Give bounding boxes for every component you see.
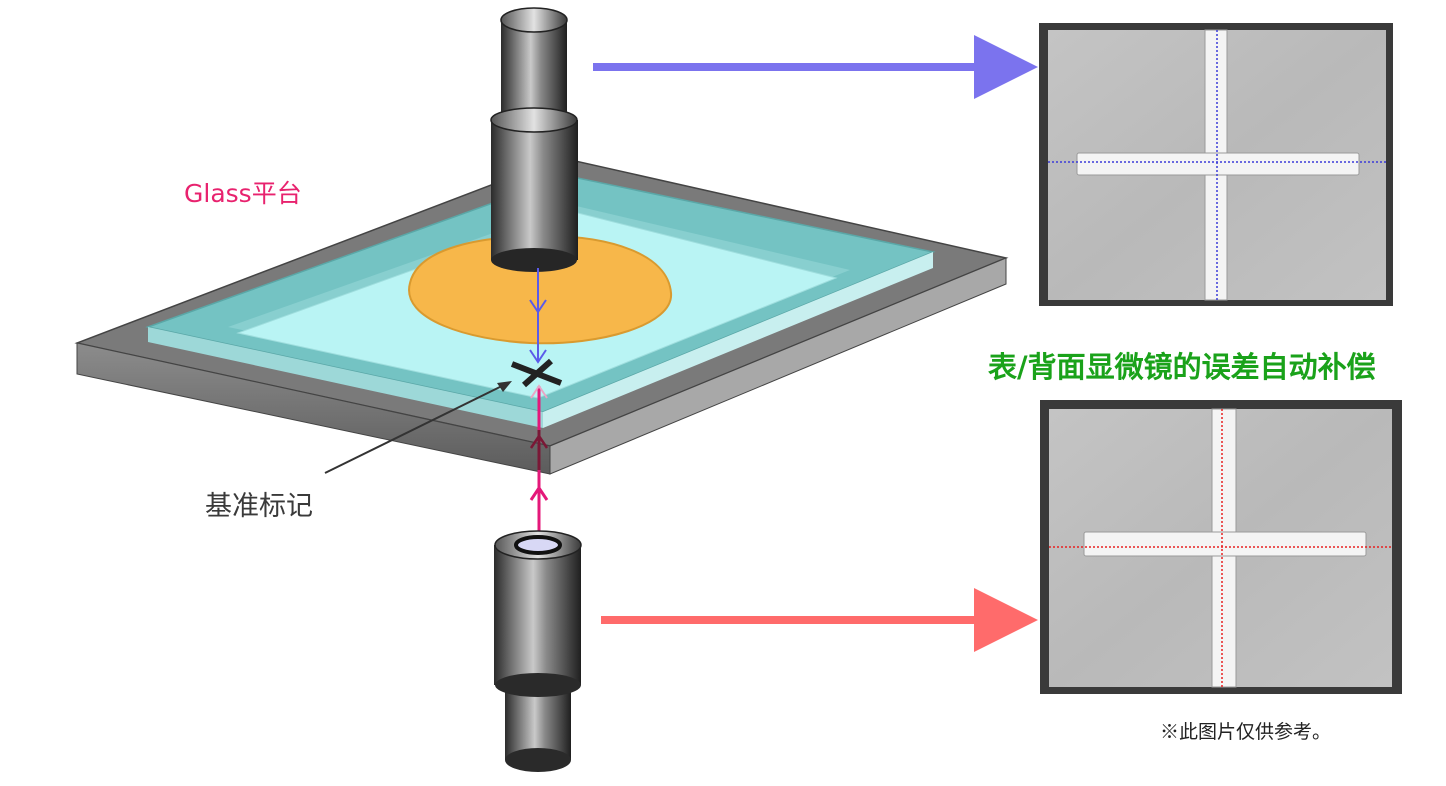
- compensation-caption: 表/背面显微镜的误差自动补偿: [988, 350, 1376, 384]
- top-microscope-icon: [490, 7, 578, 272]
- fiducial-mark-label: 基准标记: [205, 491, 313, 522]
- top-view-panel: [1039, 23, 1393, 306]
- fiducial-leader-line: [324, 381, 512, 474]
- bottom-microscope-icon: [494, 530, 582, 772]
- fiducial-cross-icon: [510, 358, 563, 388]
- optical-path-top: [529, 268, 547, 364]
- glass-stage-label: Glass平台: [184, 179, 302, 208]
- reference-note: ※此图片仅供参考。: [1160, 721, 1332, 743]
- bottom-view-panel: [1040, 400, 1402, 694]
- optical-path-bottom: [529, 384, 549, 540]
